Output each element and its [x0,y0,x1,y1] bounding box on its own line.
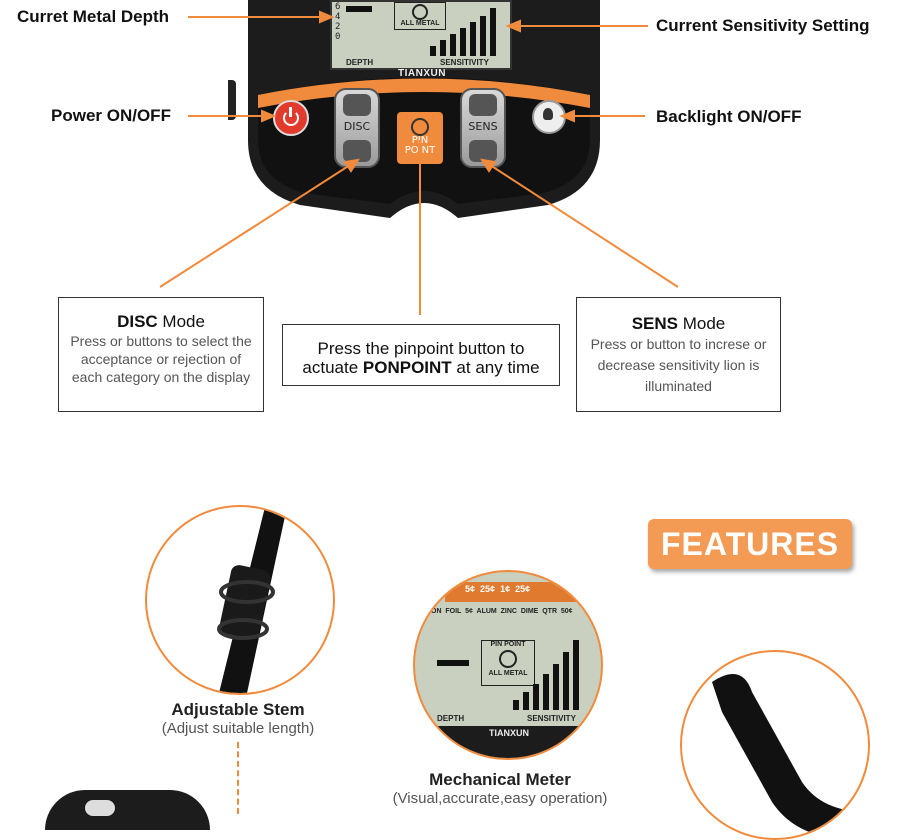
lcd-sensitivity-label: SENSITIVITY [440,58,489,67]
sens-down-button[interactable] [469,140,497,162]
lcd-screen: 6 4 2 0 ALL METAL DEPTH SENSITIVITY [330,0,512,70]
meter-coin-row [445,582,585,602]
disc-mode-title: DISC Mode [117,312,205,331]
disc-up-button[interactable] [343,94,371,116]
target-icon [499,650,517,668]
stem-image [145,505,335,695]
stem-label: Adjustable Stem (Adjust suitable length) [138,700,338,737]
bulb-icon [543,108,553,120]
meter-image: 5¢ 25¢ 1¢ 25¢ ON FOIL 5¢ ALUM ZINC DIME … [413,570,603,760]
meter-depth-label: DEPTH [437,714,465,723]
meter-bottom-bar [415,726,601,758]
power-button[interactable] [273,100,309,136]
partial-button [85,800,115,816]
device-brand: TIANXUN [398,68,446,79]
meter-label: Mechanical Meter (Visual,accurate,easy o… [380,770,620,807]
sens-mode-title: SENS Mode [631,314,726,333]
lcd-depth-digits: 6 4 2 0 [335,2,341,42]
callout-backlight: Backlight ON/OFF [656,107,802,126]
meter-title: Mechanical Meter [429,770,571,789]
disc-label: DISC [343,120,371,133]
coin-4: 25¢ [515,584,531,594]
all-metal-indicator: ALL METAL [394,2,446,30]
callout-depth: Curret Metal Depth [17,7,170,26]
lcd-depth-label: DEPTH [346,58,374,67]
meter-top-text: ON FOIL 5¢ ALUM ZINC DIME QTR 50¢ [431,608,573,615]
armrest-image [680,650,870,840]
control-box-partial [45,790,210,830]
meter-bars [513,640,579,710]
callout-power: Power ON/OFF [51,106,171,125]
meter-brand: TIANXUN [489,728,529,738]
features-badge: FEATURES [648,519,852,569]
coin-1: 5¢ [465,584,476,594]
sensitivity-bars [430,8,496,56]
lcd-all-metal-text: ALL METAL [400,20,440,27]
stem-subtitle: (Adjust suitable length) [161,720,315,737]
meter-coins: 5¢ 25¢ 1¢ 25¢ [465,584,530,594]
coin-3: 1¢ [500,584,511,594]
depth-arrow-icon [346,6,372,12]
disc-mode-box: DISC Mode Press or buttons to select the… [58,297,264,412]
disc-down-button[interactable] [343,140,371,162]
meter-sensitivity-label: SENSITIVITY [527,714,576,723]
armrest-drawing [712,674,868,838]
pinpoint-box: Press the pinpoint button to actuate PON… [282,324,560,386]
callout-arrows [159,10,679,315]
pinpoint-line1: Press the pinpoint button to [317,339,525,358]
callout-sensitivity: Current Sensitivity Setting [656,16,870,35]
meter-pin-box: PIN POINT ALL METAL [481,640,535,686]
target-icon [412,4,428,20]
meter-arrow-icon [437,660,469,666]
sens-mode-box: SENS Mode Press or button to increse or … [576,297,781,412]
sens-up-button[interactable] [469,94,497,116]
meter-all-metal-text: ALL METAL [488,670,528,677]
stem-title: Adjustable Stem [171,700,305,719]
disc-button-pair: DISC [334,88,380,168]
meter-subtitle: (Visual,accurate,easy operation) [392,790,608,807]
stem-dash [237,742,239,814]
stem-drawing [217,507,287,693]
sens-mode-body: Press or button to increse or decrease s… [590,336,767,394]
disc-mode-body: Press or buttons to select the acceptanc… [70,333,252,385]
sens-button-pair: SENS [460,88,506,168]
sens-label: SENS [468,120,498,133]
meter-pin-text: PIN POINT [490,641,526,648]
pinpoint-line2: actuate PONPOINT at any time [302,358,540,377]
target-icon [411,118,429,136]
backlight-button[interactable] [532,100,566,134]
coin-2: 25¢ [480,584,496,594]
power-icon [283,110,299,126]
